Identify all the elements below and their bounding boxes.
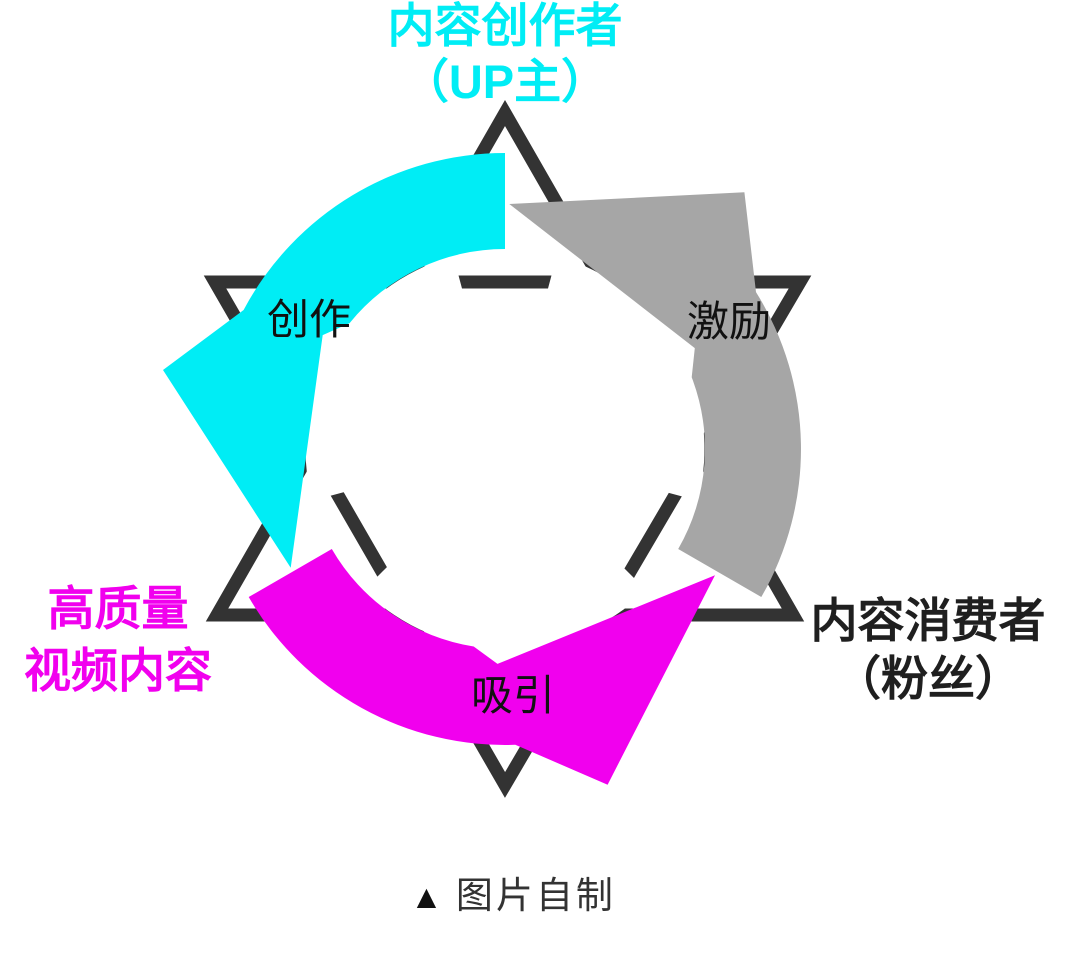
motivate-arrow-label: 激励 [686, 298, 772, 345]
hexagram-triangle-down [203, 275, 812, 798]
create-arrow [163, 153, 505, 568]
creator-label-line1: 内容创作者 [387, 0, 623, 52]
consumer-label-line1: 内容消费者 [810, 594, 1046, 647]
creator-node-label: 内容创作者 （UP主） [388, 0, 623, 110]
caption: ▲ 图片自制 [410, 874, 616, 918]
creator-label-line2: （UP主） [401, 55, 609, 108]
caption-triangle-icon: ▲ [410, 877, 443, 915]
hexagram-mask-sector [363, 552, 647, 649]
caption-text: 图片自制 [455, 874, 616, 916]
consumer-label-line2: （粉丝） [834, 652, 1022, 705]
hexagram-mask-sector [305, 256, 468, 501]
hexagram-mask-sector [542, 256, 705, 501]
motivate-arrow [509, 192, 801, 598]
content-label-line1: 高质量 [47, 582, 189, 635]
attract-arrow-label: 吸引 [470, 672, 556, 719]
hexagram-mask [305, 256, 705, 649]
content-label-line2: 视频内容 [24, 644, 212, 697]
consumer-node-label: 内容消费者 （粉丝） [811, 592, 1046, 708]
attract-arrow [248, 549, 715, 785]
create-arrow-label: 创作 [266, 296, 352, 343]
content-node-label: 高质量 视频内容 [24, 578, 212, 702]
